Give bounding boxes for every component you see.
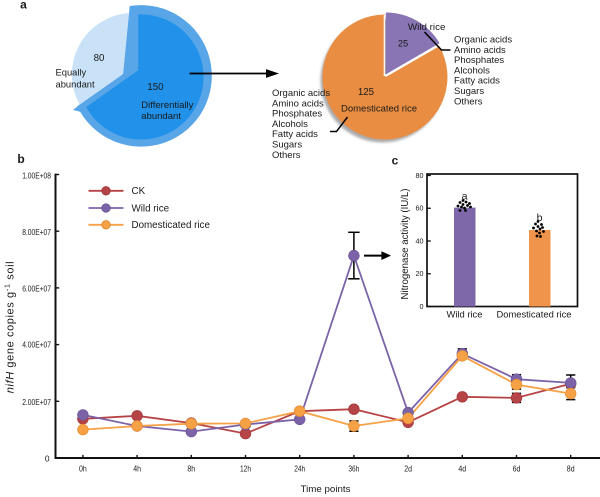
- svg-text:Domesticated rice: Domesticated rice: [496, 309, 571, 320]
- svg-text:Amino acids: Amino acids: [454, 45, 506, 56]
- svg-text:36h: 36h: [348, 464, 359, 473]
- svg-text:a: a: [20, 0, 27, 12]
- svg-text:Nitrogenase activity (IU/L): Nitrogenase activity (IU/L): [399, 189, 411, 300]
- svg-text:Alcohols: Alcohols: [272, 119, 308, 130]
- svg-text:Fatty acids: Fatty acids: [272, 129, 318, 140]
- svg-text:abundant: abundant: [56, 79, 95, 90]
- svg-text:Phosphates: Phosphates: [454, 55, 504, 66]
- svg-text:6.00E+07: 6.00E+07: [22, 284, 51, 294]
- svg-text:a: a: [462, 191, 468, 203]
- svg-text:Organic acids: Organic acids: [272, 88, 330, 99]
- svg-text:c: c: [392, 154, 399, 168]
- svg-text:80: 80: [416, 171, 424, 180]
- svg-text:2d: 2d: [404, 464, 412, 473]
- svg-text:Domesticated rice: Domesticated rice: [341, 104, 417, 115]
- svg-text:b: b: [537, 212, 543, 224]
- svg-text:Sugars: Sugars: [454, 86, 484, 97]
- svg-text:Equally: Equally: [56, 67, 87, 78]
- svg-text:20: 20: [416, 269, 424, 278]
- svg-text:CK: CK: [132, 186, 146, 197]
- svg-text:8.00E+07: 8.00E+07: [22, 227, 51, 237]
- svg-text:abundant: abundant: [141, 111, 181, 122]
- svg-text:Differentially: Differentially: [141, 100, 193, 111]
- svg-text:Domesticated rice: Domesticated rice: [132, 220, 211, 231]
- svg-text:0h: 0h: [79, 464, 87, 473]
- svg-text:0: 0: [420, 302, 424, 311]
- svg-text:Wild rice: Wild rice: [447, 309, 483, 320]
- svg-text:150: 150: [147, 82, 164, 93]
- svg-text:2.00E+07: 2.00E+07: [22, 397, 51, 407]
- svg-text:12h: 12h: [240, 464, 251, 473]
- svg-text:125: 125: [358, 87, 374, 98]
- svg-text:Others: Others: [454, 96, 483, 107]
- svg-text:80: 80: [94, 53, 105, 64]
- svg-text:Wild rice: Wild rice: [408, 22, 446, 32]
- svg-text:Others: Others: [272, 150, 301, 161]
- svg-text:Wild rice: Wild rice: [132, 203, 170, 214]
- svg-text:Amino acids: Amino acids: [272, 98, 324, 109]
- svg-text:40: 40: [416, 236, 424, 245]
- svg-text:Organic acids: Organic acids: [454, 35, 512, 46]
- svg-text:Time points: Time points: [301, 484, 352, 494]
- svg-text:8d: 8d: [567, 464, 575, 473]
- svg-text:8h: 8h: [187, 464, 195, 473]
- svg-text:1.00E+08: 1.00E+08: [22, 170, 51, 180]
- svg-text:Sugars: Sugars: [272, 140, 302, 151]
- svg-text:24h: 24h: [294, 464, 305, 473]
- svg-text:Phosphates: Phosphates: [272, 109, 322, 120]
- svg-text:4.00E+07: 4.00E+07: [22, 340, 51, 350]
- svg-text:4d: 4d: [458, 464, 466, 473]
- svg-text:4h: 4h: [133, 464, 141, 473]
- svg-text:nifH gene copies g-1 soil: nifH gene copies g-1 soil: [3, 261, 17, 393]
- svg-text:0: 0: [45, 453, 50, 463]
- svg-text:b: b: [17, 152, 24, 166]
- svg-text:25: 25: [398, 39, 408, 49]
- svg-text:6d: 6d: [513, 464, 521, 473]
- svg-text:60: 60: [416, 204, 424, 213]
- svg-text:Fatty acids: Fatty acids: [454, 76, 500, 87]
- svg-text:Alcohols: Alcohols: [454, 65, 490, 76]
